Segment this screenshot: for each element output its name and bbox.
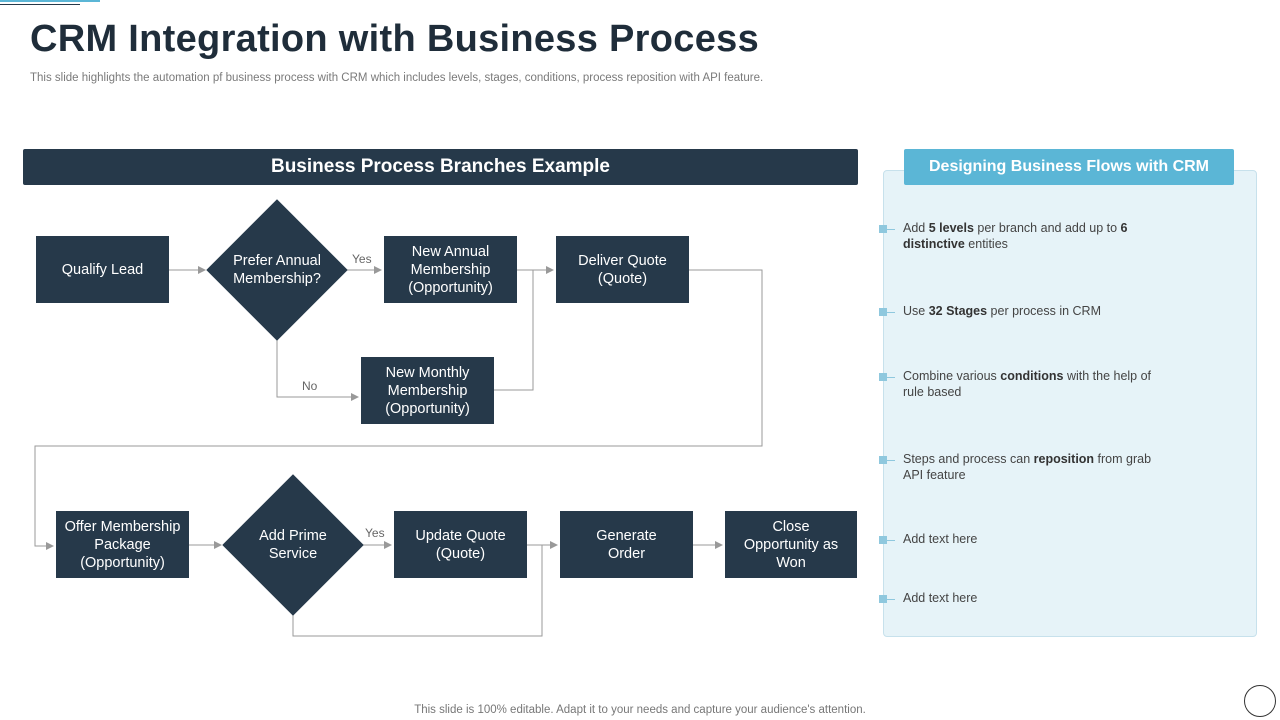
node-generate-order-label: Generate Order bbox=[596, 527, 657, 562]
node-offer-package: Offer Membership Package (Opportunity) bbox=[56, 511, 189, 578]
item-text-bold: reposition bbox=[1033, 452, 1095, 466]
panel-item-text: Use 32 Stages per process in CRM bbox=[903, 303, 1171, 319]
connector-prefer-no bbox=[276, 340, 359, 401]
node-new-annual: New Annual Membership (Opportunity) bbox=[384, 236, 517, 303]
item-text-bold: conditions bbox=[1000, 369, 1064, 383]
panel-item: Add text here bbox=[879, 531, 1179, 547]
item-text-part: Steps and process can bbox=[903, 452, 1034, 466]
top-accent-bar bbox=[0, 0, 100, 2]
page-subtitle: This slide highlights the automation pf … bbox=[30, 72, 764, 84]
crm-panel bbox=[883, 170, 1257, 637]
bullet-icon bbox=[879, 536, 887, 544]
panel-item: Combine various conditions with the help… bbox=[879, 368, 1179, 400]
item-text-part: with the help of rule based bbox=[903, 369, 1152, 399]
item-text-bold: 32 Stages bbox=[928, 304, 988, 318]
decision-add-prime-label: Add Prime Service bbox=[259, 528, 327, 562]
node-update-quote: Update Quote (Quote) bbox=[394, 511, 527, 578]
node-deliver-quote-label: Deliver Quote (Quote) bbox=[578, 252, 667, 287]
panel-item-text: Add text here bbox=[903, 532, 978, 546]
bullet-icon bbox=[879, 595, 887, 603]
node-close-won: Close Opportunity as Won bbox=[725, 511, 857, 578]
panel-item-text: Steps and process can reposition from gr… bbox=[903, 451, 1171, 483]
bullet-arrow-icon bbox=[887, 377, 895, 378]
label-yes-prime: Yes bbox=[365, 526, 385, 540]
bullet-arrow-icon bbox=[887, 229, 895, 230]
label-no-annual: No bbox=[302, 379, 318, 393]
bullet-arrow-icon bbox=[887, 540, 895, 541]
bullet-arrow-icon bbox=[887, 599, 895, 600]
bullet-icon bbox=[879, 308, 887, 316]
item-text-bold: 6 distinctive bbox=[903, 221, 1128, 251]
label-yes-annual: Yes bbox=[352, 252, 372, 266]
panel-item: Steps and process can reposition from gr… bbox=[879, 451, 1179, 483]
node-new-monthly: New Monthly Membership (Opportunity) bbox=[361, 357, 494, 424]
bullet-icon bbox=[879, 225, 887, 233]
connector-prime-no bbox=[292, 545, 543, 637]
bullet-arrow-icon bbox=[887, 460, 895, 461]
item-text-part: per branch and add up to bbox=[973, 221, 1121, 235]
node-deliver-quote: Deliver Quote (Quote) bbox=[556, 236, 689, 303]
panel-item: Use 32 Stages per process in CRM bbox=[879, 303, 1179, 319]
connector-monthly-to-deliver bbox=[494, 270, 534, 391]
node-new-annual-label: New Annual Membership (Opportunity) bbox=[408, 243, 493, 296]
item-text-part: per process in CRM bbox=[987, 304, 1102, 318]
node-offer-package-label: Offer Membership Package (Opportunity) bbox=[64, 518, 181, 571]
item-text-part: from grab API feature bbox=[903, 452, 1152, 482]
panel-item-text: Add 5 levels per branch and add up to 6 … bbox=[903, 220, 1171, 252]
item-text-part: Add bbox=[903, 221, 929, 235]
decision-prefer-annual-label: Prefer Annual Membership? bbox=[233, 253, 321, 287]
node-update-quote-label: Update Quote (Quote) bbox=[415, 527, 506, 562]
footer-note: This slide is 100% editable. Adapt it to… bbox=[414, 704, 866, 716]
crm-panel-title: Designing Business Flows with CRM bbox=[928, 158, 1210, 175]
corner-circle-icon bbox=[1244, 685, 1276, 717]
bullet-icon bbox=[879, 373, 887, 381]
item-text-part: entities bbox=[964, 237, 1008, 251]
node-close-won-label: Close Opportunity as Won bbox=[743, 518, 839, 571]
flow-section-header: Business Process Branches Example bbox=[23, 149, 858, 185]
bullet-arrow-icon bbox=[887, 312, 895, 313]
panel-item-text: Add text here bbox=[903, 591, 978, 605]
node-generate-order: Generate Order bbox=[560, 511, 693, 578]
item-text-part: Combine various bbox=[903, 369, 1001, 383]
item-text-part: Use bbox=[903, 304, 929, 318]
connector-deliver-to-offer bbox=[34, 269, 763, 550]
flow-section-title: Business Process Branches Example bbox=[270, 156, 610, 177]
node-qualify-lead: Qualify Lead bbox=[36, 236, 169, 303]
panel-item: Add text here bbox=[879, 590, 1179, 606]
node-qualify-lead-label: Qualify Lead bbox=[61, 261, 144, 278]
panel-item: Add 5 levels per branch and add up to 6 … bbox=[879, 220, 1179, 252]
bullet-icon bbox=[879, 456, 887, 464]
node-new-monthly-label: New Monthly Membership (Opportunity) bbox=[385, 364, 470, 417]
item-text-bold: 5 levels bbox=[928, 221, 974, 235]
page-title: CRM Integration with Business Process bbox=[30, 18, 760, 60]
crm-panel-header: Designing Business Flows with CRM bbox=[904, 149, 1234, 185]
top-accent-line bbox=[0, 4, 80, 5]
panel-item-text: Combine various conditions with the help… bbox=[903, 368, 1171, 400]
